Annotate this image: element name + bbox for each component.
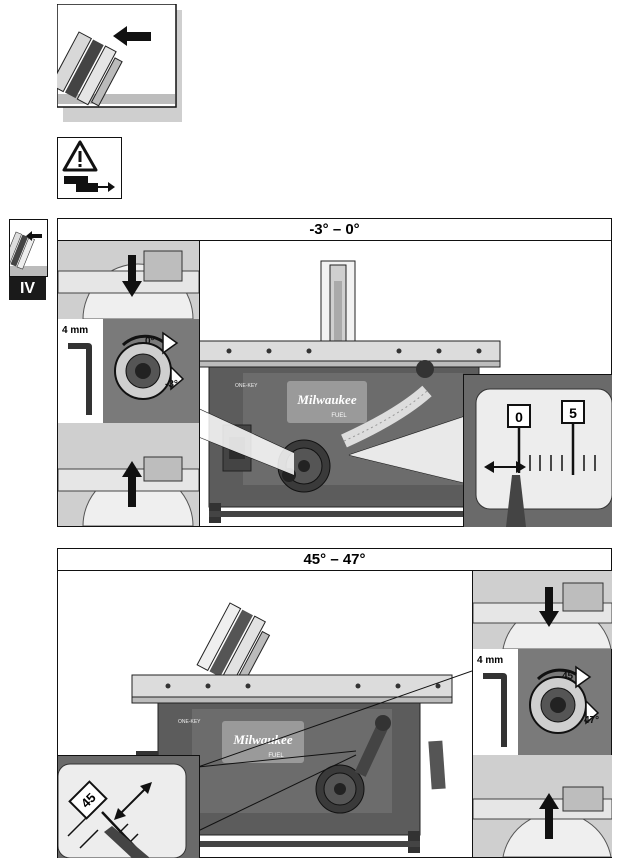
panel-a-inset-up	[58, 423, 200, 526]
double-arrow-icon	[484, 461, 526, 473]
panel-b-dial-top: 45°	[562, 671, 577, 682]
panel-a-brand: Milwaukee	[296, 392, 356, 407]
panel-b-inset-up	[472, 755, 612, 857]
panel-a-inset-down	[58, 241, 200, 320]
panel-a-title: -3° – 0°	[58, 219, 611, 241]
panel-a-inset-dial: 0° -3°	[103, 319, 200, 424]
panel-b: 45° – 47° Milwaukee FUEL ONE-KEY	[57, 548, 612, 858]
panel-b-brand: Milwaukee	[232, 732, 292, 747]
section-thumbnail	[9, 219, 48, 277]
arrow-left-icon	[113, 26, 151, 46]
warning-icon	[62, 140, 98, 172]
panel-b-badge: ONE-KEY	[178, 719, 201, 725]
panel-a-scale-5: 5	[569, 405, 577, 421]
panel-a-wrench-label: 4 mm	[62, 325, 89, 336]
battery-remove-icon	[64, 176, 115, 192]
arrow-up-icon	[539, 793, 559, 839]
panel-b-inset-down	[472, 571, 612, 650]
panel-a-scale-0: 0	[515, 409, 523, 425]
panel-b-wrench-label: 4 mm	[477, 655, 504, 666]
arrow-up-icon	[122, 461, 142, 507]
panel-b-saw: Milwaukee FUEL ONE-KEY	[58, 571, 472, 857]
arrow-down-icon	[122, 255, 142, 297]
panel-a-dial-top: 0°	[145, 336, 155, 347]
tilt-illustration	[57, 4, 182, 122]
panel-a-inset-wrench: 4 mm	[58, 319, 104, 424]
arrow-down-icon	[539, 587, 559, 627]
panel-b-title: 45° – 47°	[58, 549, 611, 571]
panel-b-inset-dial: 45° 47°	[518, 649, 611, 756]
panel-a-dial-side: -3°	[165, 379, 178, 390]
panel-b-inset-scale: 45	[58, 755, 200, 858]
double-arrow-icon	[114, 782, 152, 820]
panel-b-dial-side: 47°	[584, 715, 599, 726]
warning-box	[57, 137, 122, 199]
panel-b-brand-sub: FUEL	[268, 753, 284, 759]
section-label-text: IV	[19, 280, 36, 297]
panel-a: -3° – 0° Milwaukee FUEL ONE-KEY	[57, 218, 612, 527]
panel-a-inset-scale: 0 5	[463, 374, 612, 527]
panel-a-brand-sub: FUEL	[331, 413, 347, 419]
panel-b-inset-wrench: 4 mm	[472, 649, 519, 756]
section-label: IV	[9, 277, 46, 300]
panel-a-badge: ONE-KEY	[235, 383, 258, 389]
panel-a-saw: Milwaukee FUEL ONE-KEY	[199, 241, 610, 526]
